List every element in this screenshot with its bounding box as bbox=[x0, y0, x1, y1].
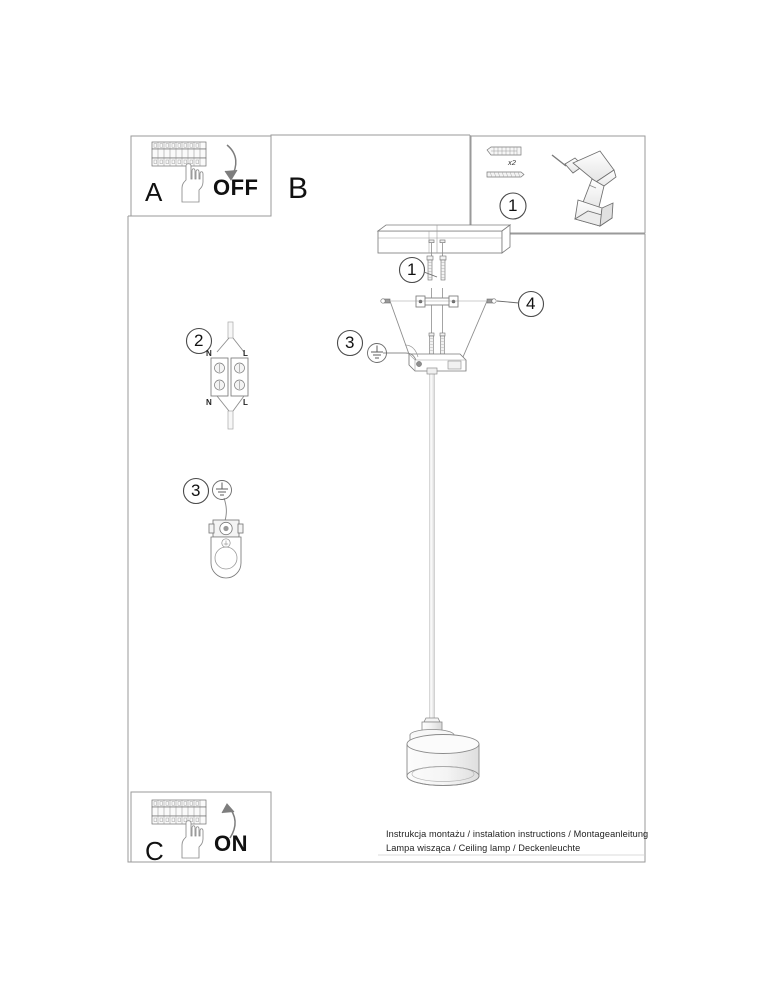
ceiling-screw-heads bbox=[428, 239, 446, 256]
hand-pointing-icon-c bbox=[181, 820, 204, 859]
step-a-letter: A bbox=[145, 177, 163, 207]
callout-number-3-canopy: 3 bbox=[345, 333, 355, 352]
step-c-box bbox=[130, 791, 272, 863]
parts-quantity-label: x2 bbox=[508, 158, 516, 167]
callout-circle-4 bbox=[496, 290, 545, 318]
parts-box bbox=[470, 135, 646, 234]
callout-number-3-holder: 3 bbox=[191, 481, 201, 500]
terminal-label-top-right: L bbox=[243, 349, 248, 358]
callout-number-2: 2 bbox=[194, 331, 204, 350]
terminal-label-top-left: N bbox=[206, 349, 212, 358]
callout-circle-parts-1 bbox=[499, 192, 527, 220]
lamp-holder-detail bbox=[208, 497, 244, 579]
canopy-cone bbox=[389, 300, 488, 358]
ground-earth-icon-canopy bbox=[367, 343, 387, 363]
callout-circle-1 bbox=[398, 256, 438, 284]
footer-line-1: Instrukcja montażu / instalation instruc… bbox=[386, 829, 649, 839]
terminal-block-detail bbox=[210, 321, 249, 430]
wall-plug-anchor-icon bbox=[486, 146, 522, 156]
callout-circle-3-holder bbox=[182, 477, 210, 505]
callout-number-4: 4 bbox=[526, 294, 536, 313]
callout-circle-3-canopy bbox=[336, 329, 364, 357]
footer-line-2: Lampa wisząca / Ceiling lamp / Deckenleu… bbox=[386, 843, 581, 853]
exploded-screws-1 bbox=[426, 255, 447, 281]
terminal-label-bottom-right: L bbox=[243, 398, 248, 407]
power-drill-icon bbox=[551, 150, 617, 227]
step-b-letter: B bbox=[288, 172, 309, 205]
hand-pointing-icon-a bbox=[181, 163, 204, 203]
callout-number-1: 1 bbox=[407, 260, 417, 279]
step-c-letter: C bbox=[145, 836, 164, 866]
breaker-panel-c-icon bbox=[151, 799, 207, 825]
curved-arrow-down-icon-a bbox=[224, 144, 238, 181]
step-a-action-label: OFF bbox=[213, 175, 259, 200]
ground-earth-icon-holder bbox=[212, 480, 232, 500]
callout-circle-2 bbox=[185, 327, 213, 355]
pendant-lamp bbox=[406, 717, 480, 786]
canopy-connector-block bbox=[408, 353, 467, 372]
parts-callout-number: 1 bbox=[508, 196, 518, 215]
suspension-cable bbox=[426, 367, 438, 722]
step-c-action-label: ON bbox=[214, 831, 248, 856]
breaker-panel-a-icon bbox=[151, 141, 207, 167]
step-a-box bbox=[130, 135, 272, 217]
bracket-side-screws bbox=[380, 298, 497, 304]
terminal-label-bottom-left: N bbox=[206, 398, 212, 407]
mounting-bracket bbox=[415, 295, 459, 308]
ceiling-slab bbox=[376, 224, 512, 254]
screw-icon bbox=[486, 171, 525, 178]
curved-arrow-up-icon-c bbox=[221, 803, 236, 839]
canopy-earth-wire bbox=[383, 344, 419, 361]
